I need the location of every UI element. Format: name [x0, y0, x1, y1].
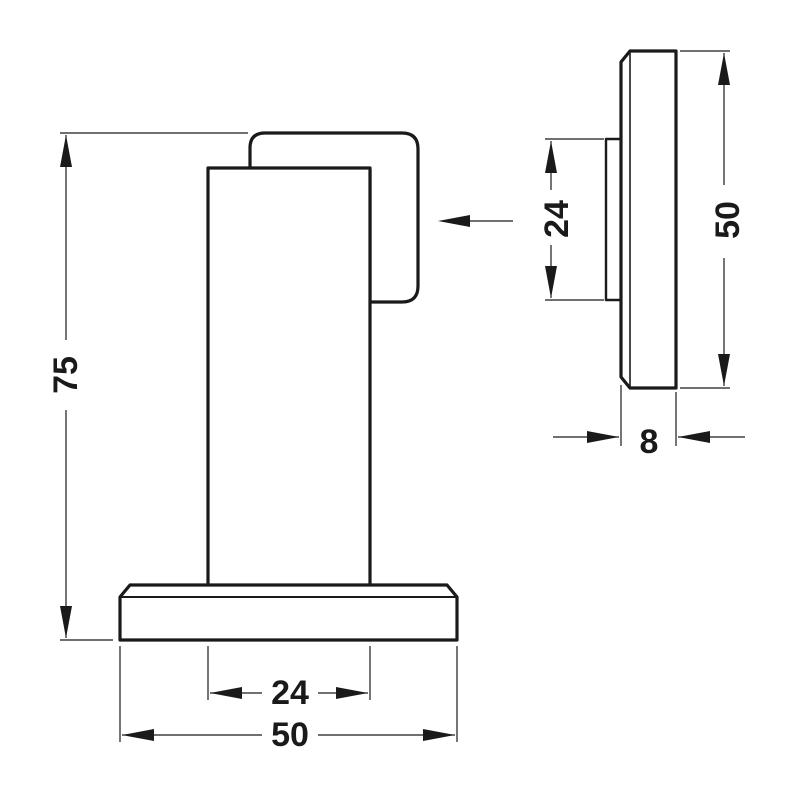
arrowhead	[423, 729, 455, 741]
arrowhead	[678, 431, 710, 443]
dimension-plate-height: 50	[680, 50, 747, 389]
arrowhead	[60, 135, 72, 167]
dimension-total-height: 75	[47, 132, 248, 641]
front-view	[118, 131, 459, 642]
dimension-label: 50	[709, 201, 747, 239]
arrowhead	[60, 606, 72, 638]
dimension-label: 8	[640, 423, 659, 461]
arrowhead	[210, 687, 242, 699]
dimension-label: 75	[47, 356, 85, 394]
arrowhead	[438, 215, 470, 227]
arrowhead	[122, 729, 154, 741]
arrowhead	[718, 354, 730, 386]
arrowhead	[545, 266, 557, 298]
dimension-base-width: 50	[119, 646, 458, 754]
arrowhead	[718, 53, 730, 85]
arrowhead	[545, 141, 557, 173]
arrowhead	[587, 431, 619, 443]
dimension-plate-inner-height: 24	[538, 138, 604, 301]
dimension-label: 24	[538, 200, 576, 238]
dimension-column-width: 24	[207, 646, 371, 712]
dimension-label: 24	[271, 674, 309, 712]
base-plate	[118, 583, 459, 642]
assembly-arrow	[438, 215, 513, 227]
arrowhead	[336, 687, 368, 699]
plate-spacer	[604, 137, 623, 302]
buffer-head	[248, 131, 420, 304]
column-body	[206, 166, 372, 588]
dimension-label: 50	[271, 716, 309, 754]
side-view	[604, 49, 678, 390]
dimension-plate-depth: 8	[553, 385, 745, 461]
